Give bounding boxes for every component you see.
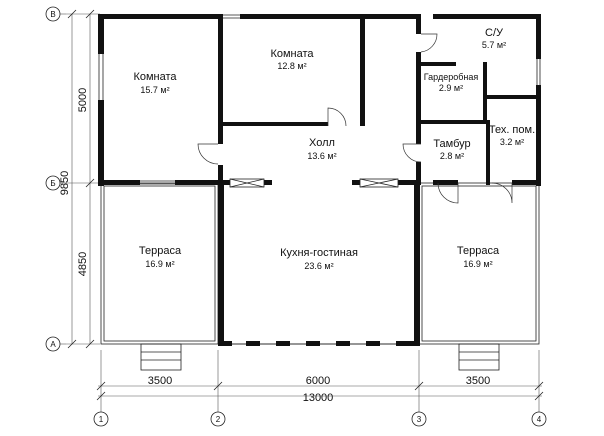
stairs-left [140, 343, 182, 371]
dimension-bottom-1: 3500 [148, 375, 172, 387]
room-area: 3.2 м² [500, 137, 524, 147]
room-area: 12.8 м² [277, 61, 306, 71]
dimension-left-upper: 5000 [77, 88, 89, 112]
axis-label: Б [50, 179, 55, 188]
axis-label: 1 [99, 415, 104, 424]
axis-col-markers: 1 2 3 4 [93, 411, 547, 427]
room-name: Комната [133, 71, 177, 83]
passage-left [229, 178, 265, 188]
room-name: Терраса [457, 245, 500, 257]
axis-label: А [50, 340, 56, 349]
stairs-right [458, 343, 500, 371]
axis-label: В [50, 10, 55, 19]
room-labels: Комната 15.7 м² Комната 12.8 м² С/У 5.7 … [133, 27, 535, 271]
room-area: 15.7 м² [140, 85, 169, 95]
room-area: 16.9 м² [463, 259, 492, 269]
bottom-dimension-lines [96, 350, 544, 412]
bottom-dimensions: 3500 6000 3500 13000 [148, 375, 490, 404]
room-name: Комната [270, 48, 314, 60]
dimension-left-lower: 4850 [77, 252, 89, 276]
axis-label: 2 [216, 415, 221, 424]
left-dimensions: 9850 5000 4850 [59, 88, 89, 276]
walls [98, 14, 541, 346]
windows [98, 14, 541, 345]
doors [197, 33, 513, 204]
dimension-bottom-total: 13000 [303, 392, 334, 404]
room-name: Гардеробная [424, 72, 479, 82]
room-name: Тамбур [433, 138, 470, 150]
room-name: Кухня-гостиная [280, 247, 358, 259]
room-area: 2.9 м² [439, 83, 463, 93]
passage-right [359, 178, 399, 188]
axis-label: 3 [417, 415, 422, 424]
room-area: 5.7 м² [482, 40, 506, 50]
room-area: 23.6 м² [304, 261, 333, 271]
axis-row-markers: В Б А [45, 6, 66, 352]
dimension-bottom-3: 3500 [466, 375, 490, 387]
room-name: Терраса [139, 245, 182, 257]
left-dimension-lines [66, 9, 100, 349]
dimension-bottom-2: 6000 [306, 375, 330, 387]
room-name: С/У [485, 27, 504, 39]
axis-label: 4 [537, 415, 542, 424]
room-name: Холл [309, 137, 335, 149]
room-name: Тех. пом. [489, 124, 535, 136]
room-area: 13.6 м² [307, 151, 336, 161]
room-area: 16.9 м² [145, 259, 174, 269]
room-area: 2.8 м² [440, 151, 464, 161]
